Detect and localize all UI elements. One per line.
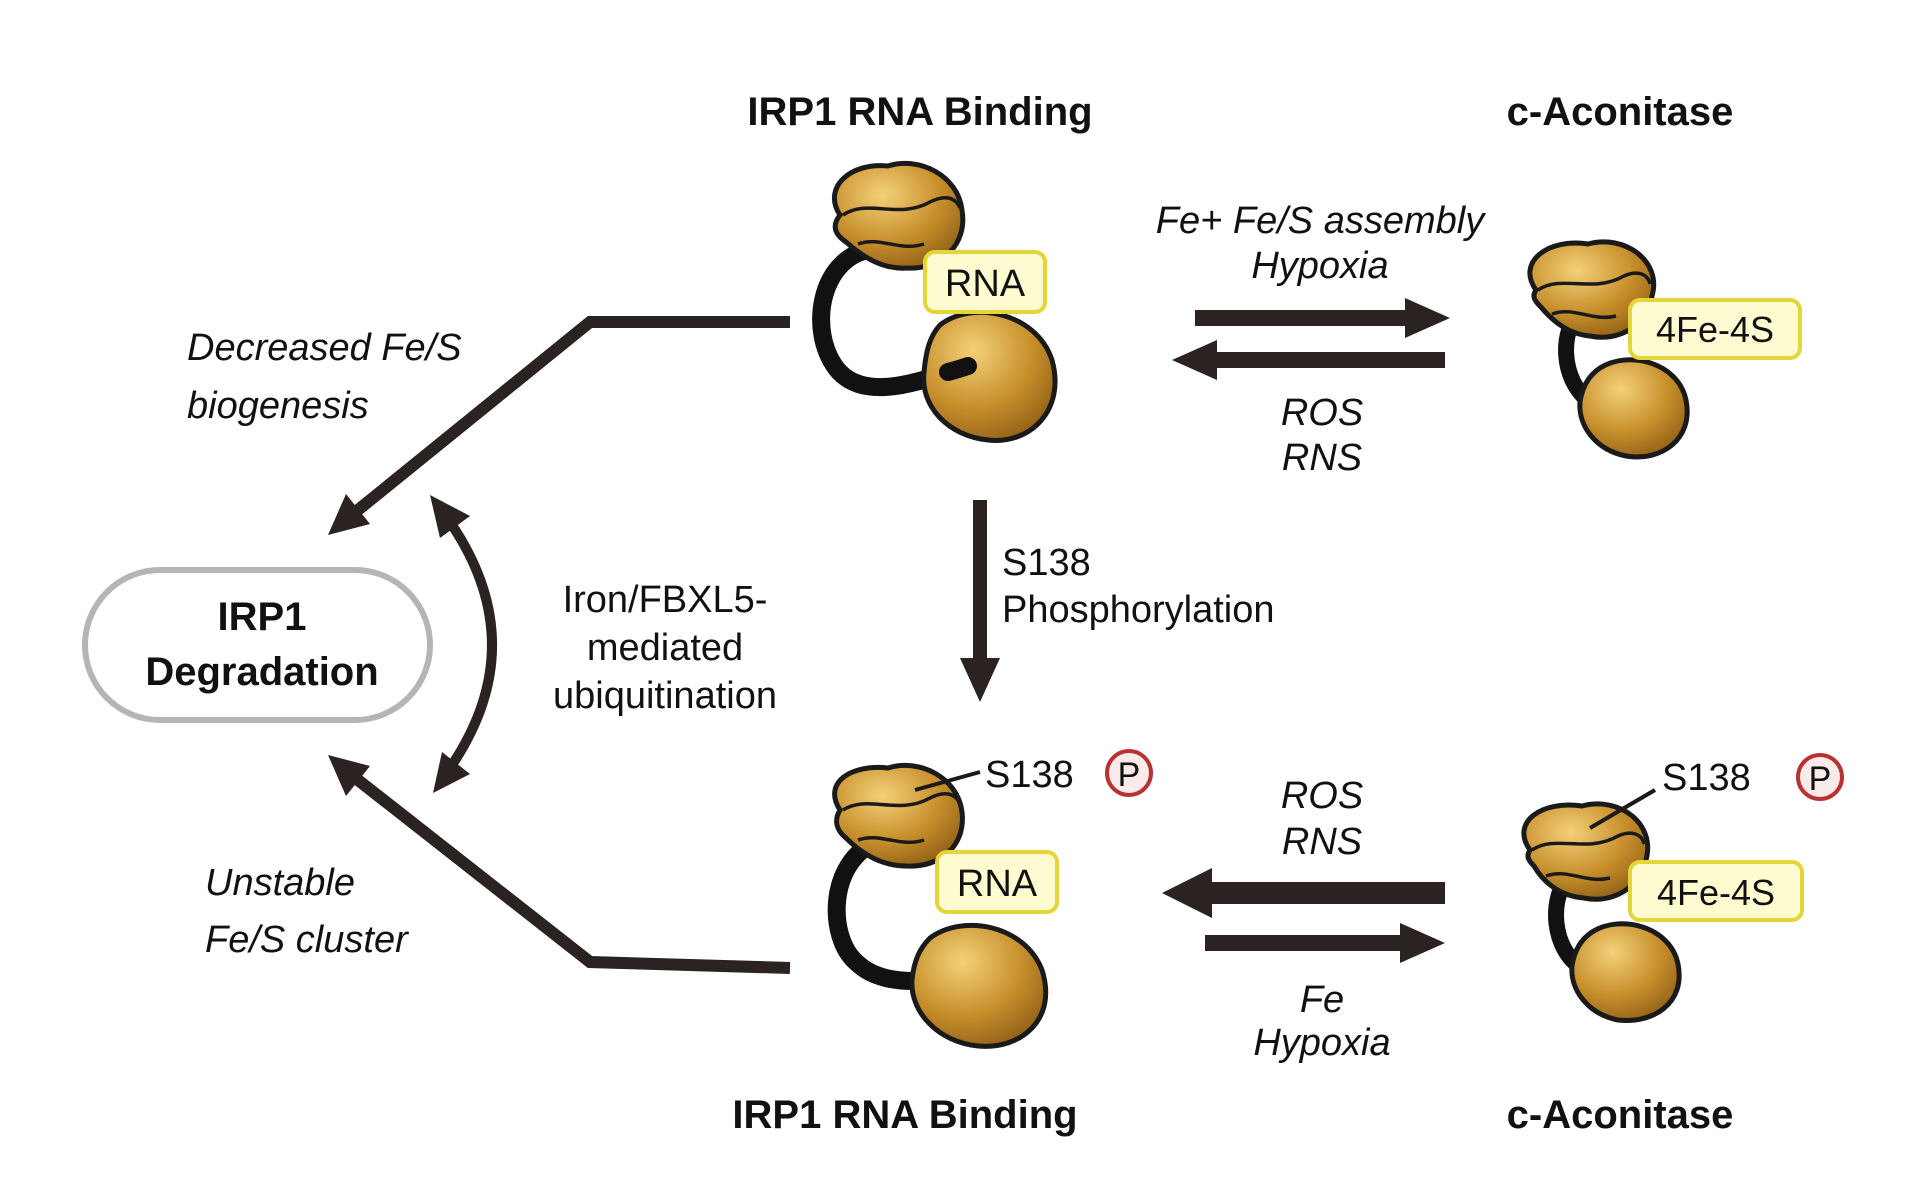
phospho-pointer-right xyxy=(1588,788,1657,830)
protein-domain-lower xyxy=(1569,921,1682,1023)
cluster-tag-top-box xyxy=(1628,298,1802,360)
cluster-tag-bottom-box xyxy=(1628,860,1804,922)
protein-c-aconitase-top xyxy=(1527,239,1690,460)
title-c-aconitase-top: c-Aconitase xyxy=(1507,90,1734,134)
label-unstable-line2: Fe/S cluster xyxy=(205,919,409,961)
protein-domain-lower xyxy=(1577,357,1690,460)
cluster-tag-bottom: 4Fe-4S xyxy=(1628,860,1804,922)
title-irp1-rna-binding-bottom: IRP1 RNA Binding xyxy=(732,1093,1077,1137)
label-top-forward-line1: Fe+ Fe/S assembly xyxy=(1156,200,1486,242)
protein-domain-lower xyxy=(909,923,1049,1049)
degradation-line2: Degradation xyxy=(145,650,378,694)
degradation-outline xyxy=(82,567,433,723)
label-phosphorylation-line1: S138 xyxy=(1002,542,1091,584)
cluster-tag-bottom-label: 4Fe-4S xyxy=(1657,872,1775,913)
protein-linker xyxy=(812,241,957,397)
arrow-decreased-fes-biogenesis xyxy=(328,316,790,535)
arrow-unstable-fes-cluster xyxy=(328,755,791,974)
rna-tag-bottom: RNA xyxy=(935,850,1059,914)
title-c-aconitase-bottom: c-Aconitase xyxy=(1507,1093,1734,1137)
label-bottom-reverse-line2: RNS xyxy=(1282,821,1362,863)
label-top-reverse-line1: ROS xyxy=(1281,392,1363,434)
phospho-badge-right xyxy=(1796,753,1844,801)
rna-tag-top-label: RNA xyxy=(945,263,1026,305)
arrow-top-forward xyxy=(1195,298,1450,338)
protein-irp1-open-top xyxy=(812,160,1058,443)
arrow-bottom-forward xyxy=(1205,923,1445,963)
protein-domain-lower xyxy=(921,309,1058,443)
label-top-forward-line2: Hypoxia xyxy=(1251,245,1388,287)
phospho-badge-left xyxy=(1105,749,1153,797)
label-top-reverse-line2: RNS xyxy=(1282,437,1362,479)
rna-tag-bottom-box xyxy=(935,850,1059,914)
phospho-site-left-label: S138 xyxy=(985,754,1074,796)
label-phosphorylation-line2: Phosphorylation xyxy=(1002,589,1275,631)
label-ubiquitination-line2: mediated xyxy=(587,627,743,669)
cluster-tag-top-label: 4Fe-4S xyxy=(1656,309,1774,350)
arrow-ubiquitination xyxy=(430,495,497,793)
arrow-bottom-reverse xyxy=(1162,868,1445,918)
phospho-pointer-left xyxy=(914,770,981,792)
cluster-tag-top: 4Fe-4S xyxy=(1628,298,1802,360)
label-decreased-line2: biogenesis xyxy=(187,385,369,427)
rna-tag-top: RNA xyxy=(923,250,1047,314)
phospho-site-right-label: S138 xyxy=(1662,757,1751,799)
label-decreased-line1: Decreased Fe/S xyxy=(187,327,462,369)
protein-irp1-phospho-bottom xyxy=(827,762,1049,1049)
rna-tag-top-box xyxy=(923,250,1047,314)
phospho-badge-left-label: P xyxy=(1118,756,1141,794)
degradation-line1: IRP1 xyxy=(218,595,307,639)
phospho-badge-right-label: P xyxy=(1809,760,1832,798)
label-bottom-reverse-line1: ROS xyxy=(1281,775,1363,817)
label-unstable-line1: Unstable xyxy=(205,862,355,904)
label-ubiquitination-line1: Iron/FBXL5- xyxy=(563,579,768,621)
irp1-degradation-node: IRP1 Degradation xyxy=(82,567,433,723)
arrow-top-reverse xyxy=(1172,340,1445,380)
title-irp1-rna-binding-top: IRP1 RNA Binding xyxy=(747,90,1092,134)
protein-domain-upper xyxy=(832,762,965,869)
phospho-site-left: S138 P xyxy=(914,749,1153,797)
arrow-phosphorylation xyxy=(960,500,1000,702)
rna-tag-bottom-label: RNA xyxy=(957,863,1038,905)
label-bottom-forward-line2: Hypoxia xyxy=(1253,1022,1390,1064)
label-ubiquitination-line3: ubiquitination xyxy=(553,675,777,717)
label-bottom-forward-line1: Fe xyxy=(1300,979,1344,1021)
phospho-site-right: S138 P xyxy=(1588,753,1844,830)
